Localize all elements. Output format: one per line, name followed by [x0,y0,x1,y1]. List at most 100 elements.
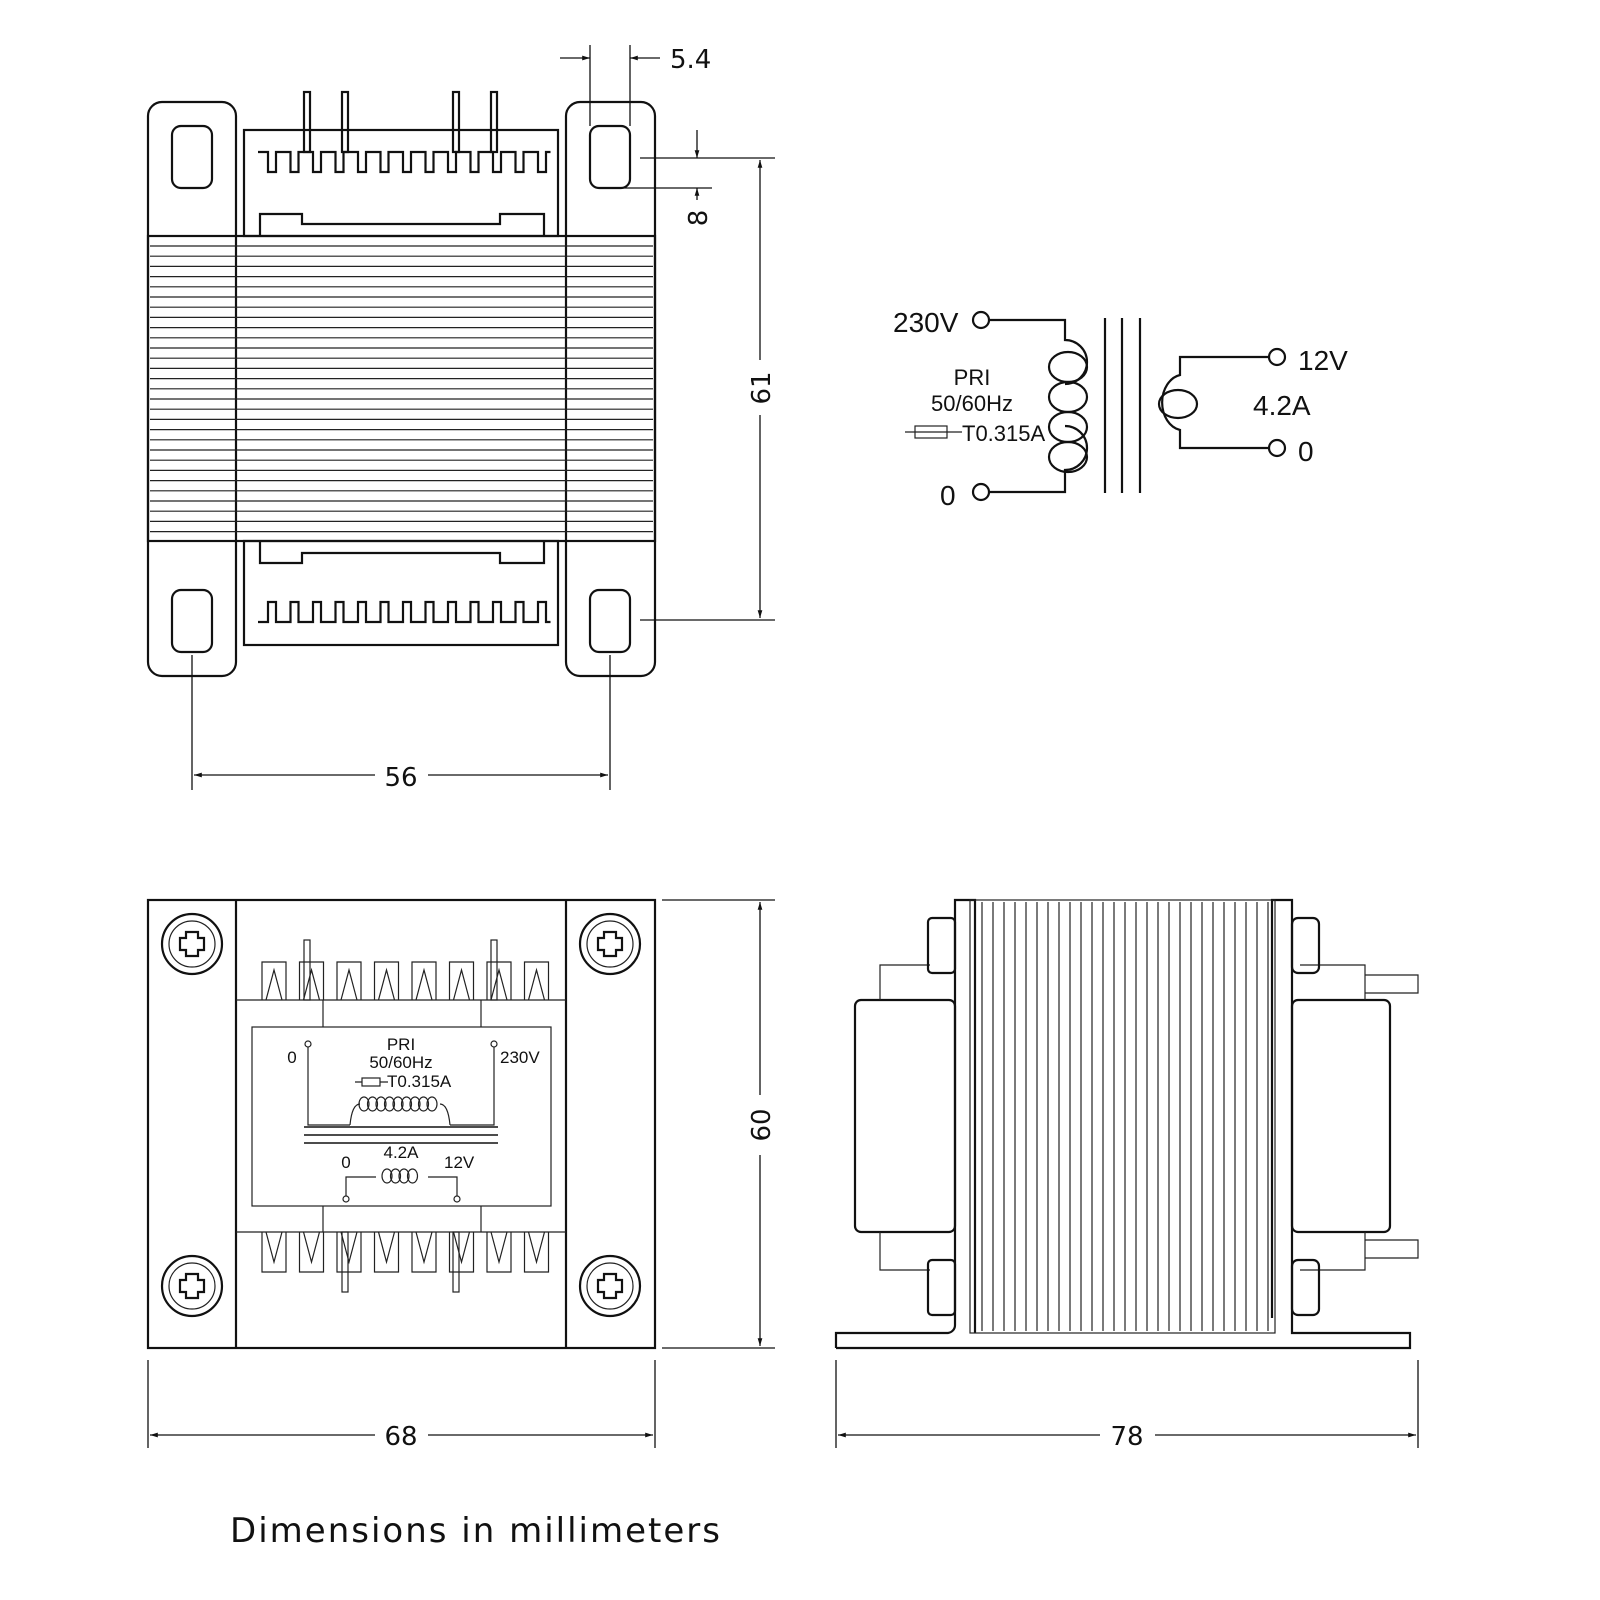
label-panel [251,1026,552,1207]
units-note: Dimensions in millimeters [230,1511,722,1551]
bobbin-tooth [336,1231,362,1273]
screw-icon [578,912,642,976]
lamination-lines [150,245,653,533]
dim-78: 78 [835,1360,1419,1452]
coil-turn [1047,440,1089,474]
screw-head-icon [1290,916,1321,975]
flange-edges [234,900,568,1348]
bobbin-tooth [523,1231,550,1273]
primary-coil [1047,350,1089,474]
current-label: 4.2A [1253,390,1311,421]
dim-5.4: 5.4 [560,45,711,126]
pin [490,939,498,1001]
bobbin-tooth [523,961,550,1001]
dim-61: 61 [640,157,777,621]
dim-8: 8 [612,130,714,226]
bobbin-tooth [448,1231,475,1273]
label-text: T0.315A [387,1072,452,1091]
core-body [969,899,1276,1334]
secondary-loop [1157,388,1199,420]
solder-tab [1365,974,1419,1259]
label-text: PRI [387,1035,415,1054]
terminal-label-12v: 12V [1298,345,1348,376]
pin [302,90,312,154]
pin [489,90,499,154]
mount-slot [170,124,214,190]
terminal-icon [971,310,991,330]
bobbin-comb-bottom [258,600,551,624]
screw-icon [578,1254,642,1318]
label-text: 4.2A [384,1143,420,1162]
bobbin-tooth [411,961,437,1001]
terminal-icon [971,482,991,502]
label-text: 12V [444,1153,475,1172]
dim-68: 68 [147,1360,656,1452]
label-schematic: 0 230V PRI 50/60Hz T0.315A 0 4.2A 12V [287,1035,540,1203]
bobbin-tooth [486,961,512,1001]
dim-label: 56 [384,763,417,793]
screw-icon [160,1254,224,1318]
bobbin-tooth [411,1231,437,1273]
mount-slot [588,124,632,190]
bobbin-tooth [373,961,400,1001]
side-view: 78 [834,898,1419,1452]
pin [340,90,350,154]
bobbin-comb-top [258,150,551,174]
fuse-label: T0.315A [962,421,1045,446]
bobbin-tooth [486,1231,512,1273]
pin [452,1231,460,1293]
mount-slot [588,588,632,654]
terminal-wires [879,964,1366,1271]
bobbin-teeth [261,961,550,1273]
terminal-label-0: 0 [1298,436,1314,467]
screws [160,912,642,1318]
front-view: 0 230V PRI 50/60Hz T0.315A 0 4.2A 12V 60… [146,898,777,1452]
dim-label: 5.4 [670,45,711,75]
terminal-label-0: 0 [940,480,956,511]
bobbin-right [1290,998,1392,1234]
dim-label: 78 [1110,1422,1143,1452]
base-bracket [834,898,1412,1350]
pin [451,90,461,154]
dim-60: 60 [662,899,777,1349]
bobbin-tooth [448,961,475,1001]
bobbin-top-inner [258,212,546,236]
bobbin-bottom [242,539,560,647]
nut-icon [926,1258,957,1317]
coil-turn [1047,380,1089,414]
bobbin-tooth [298,1231,325,1273]
pin [303,939,311,1001]
terminal-icon [1267,347,1287,367]
label-text: 50/60Hz [369,1053,432,1072]
pri-label: PRI [954,365,991,390]
label-text: 0 [341,1153,350,1172]
lamination-lines [981,902,1269,1331]
dim-label: 61 [747,371,777,404]
bobbin-tooth [336,961,362,1001]
frequency-label: 50/60Hz [931,391,1013,416]
core-laminations [146,234,657,543]
bobbin-bottom-inner [258,541,546,565]
screw-head-icon [1290,1258,1321,1317]
mount-slot [170,588,214,654]
top-view: 5.4 8 61 56 [146,45,777,793]
label-text: 230V [500,1048,540,1067]
secondary-coil [1161,355,1269,450]
dim-56: 56 [191,655,611,793]
front-outline [146,898,657,1350]
schematic: 230V 0 PRI 50/60Hz T0.315A 12V 4.2A 0 [893,307,1348,511]
bobbin-tooth [261,1231,287,1273]
dim-label: 8 [684,210,714,227]
bobbin-left [853,998,957,1234]
terminal-label-230v: 230V [893,307,959,338]
nut-icon [926,916,957,975]
dim-label: 68 [384,1422,417,1452]
pin [341,1231,349,1293]
bobbin-top [242,128,560,238]
terminal-icon [1267,438,1287,458]
coil-turn [1047,350,1089,384]
bobbin-tooth [261,961,287,1001]
fuse-icon [905,425,962,439]
